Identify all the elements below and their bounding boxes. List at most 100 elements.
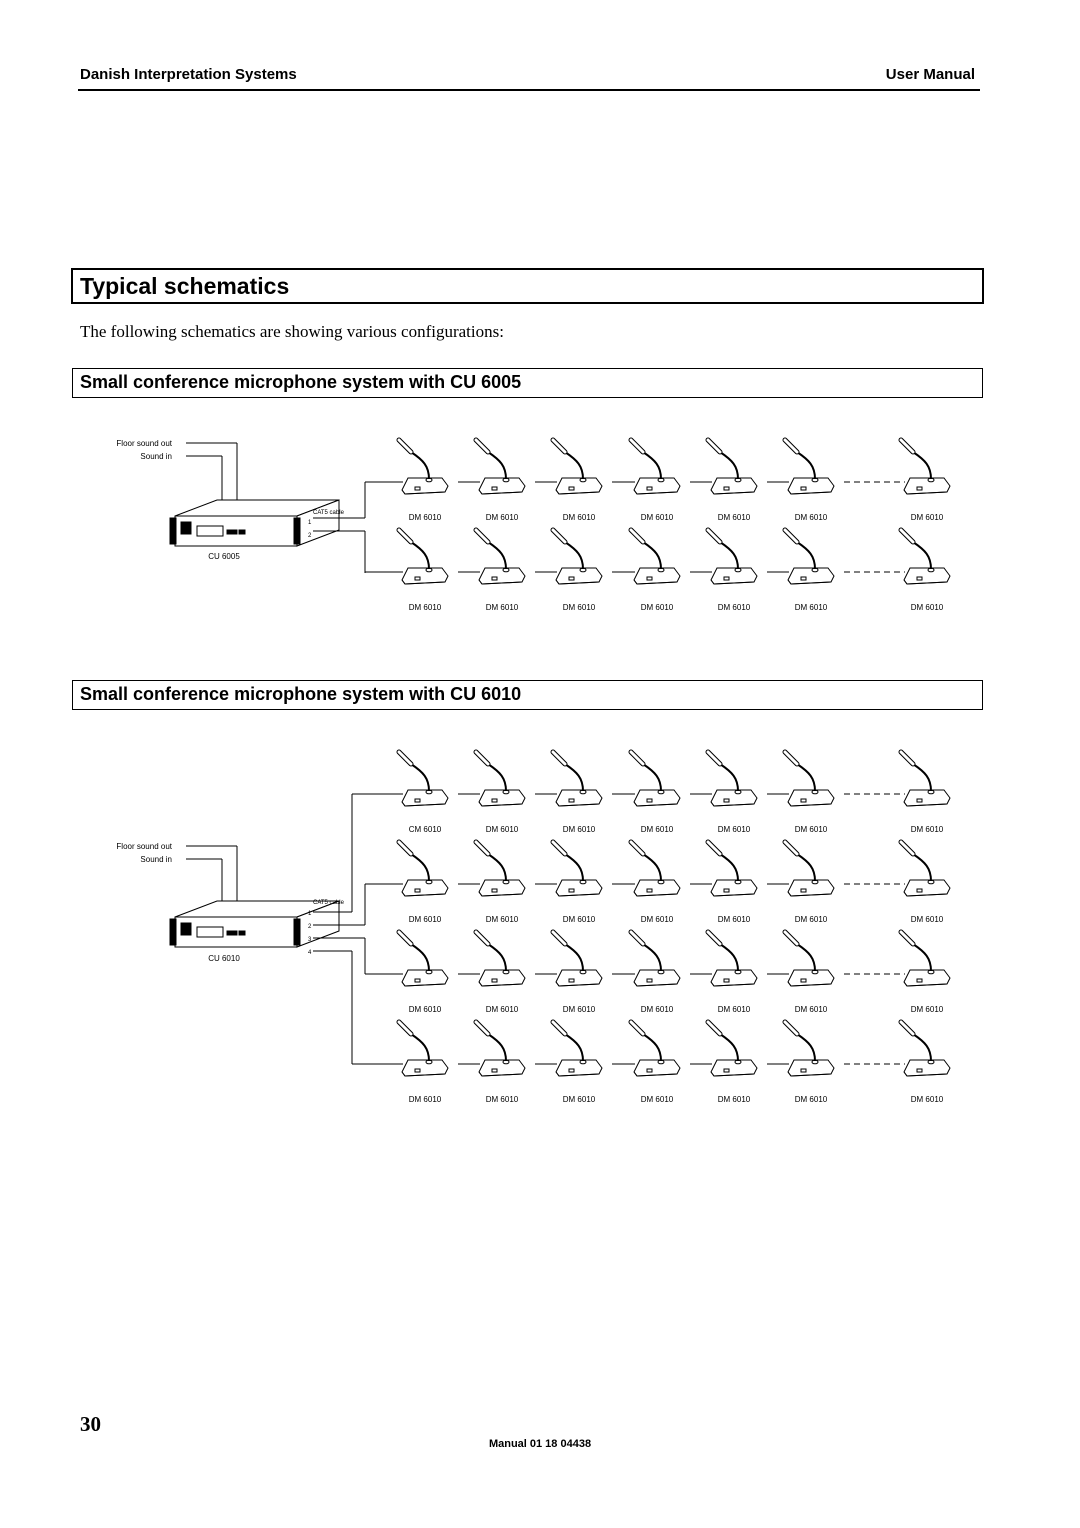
mic-capsule-inner (783, 840, 799, 856)
mic-base (555, 969, 603, 987)
mic-gooseneck (796, 763, 816, 792)
mic-button (491, 978, 498, 983)
cu-display (196, 926, 224, 938)
mic-gooseneck (912, 1033, 932, 1062)
mic-base (903, 1059, 951, 1077)
mic-capsule-inner (474, 750, 490, 766)
mic-capsule-inner (629, 930, 645, 946)
mic-base-edge (787, 801, 832, 807)
mic-gooseneck (564, 1033, 584, 1062)
mic-base (710, 879, 758, 897)
mic-base-edge (633, 801, 678, 807)
mic-base (555, 879, 603, 897)
mic-button (646, 486, 653, 491)
mic-base (633, 1059, 681, 1077)
mic-gooseneck (410, 853, 430, 882)
microphone-s2-r4-5 (705, 1019, 758, 1077)
cu-display (196, 525, 224, 537)
mic-capsule-inner (629, 840, 645, 856)
mic-button (491, 888, 498, 893)
mic-base (787, 477, 835, 495)
mic-button (723, 1068, 730, 1073)
cu-ear-left (169, 918, 177, 946)
mic-label-s2-r3-1: DM 6010 (409, 1005, 442, 1014)
mic-label-s2-r4-6: DM 6010 (795, 1095, 828, 1104)
mic-button (723, 888, 730, 893)
mic-button (916, 798, 923, 803)
mic-label-s2-r2-5: DM 6010 (718, 915, 751, 924)
mic-label-s2-r2-2: DM 6010 (486, 915, 519, 924)
mic-gooseneck (642, 1033, 662, 1062)
manual-reference: Manual 01 18 04438 (488, 1438, 592, 1450)
mic-base-edge (903, 891, 948, 897)
header-right-title: User Manual (885, 66, 975, 83)
mic-label-s2-r4-5: DM 6010 (718, 1095, 751, 1104)
mic-base-edge (555, 1071, 600, 1077)
mic-label-s2-r2-7: DM 6010 (911, 915, 944, 924)
mic-gooseneck (410, 451, 430, 480)
mic-gooseneck (487, 451, 507, 480)
mic-gooseneck (912, 853, 932, 882)
mic-button (916, 486, 923, 491)
mic-capsule-inner (397, 930, 413, 946)
microphone-s2-r3-3 (550, 929, 603, 987)
cu-ear-right (293, 517, 301, 545)
section-heading-cu6010: Small conference microphone system with … (72, 680, 983, 710)
microphone-s2-r3-1 (396, 929, 449, 987)
mic-base (633, 969, 681, 987)
mic-base (787, 969, 835, 987)
mic-base (903, 477, 951, 495)
mic-base-edge (401, 579, 446, 585)
mic-capsule-inner (706, 930, 722, 946)
mic-base (903, 567, 951, 585)
microphone-s1-r2-1 (396, 527, 449, 585)
mic-base (787, 879, 835, 897)
mic-capsule-inner (783, 528, 799, 544)
mic-button (414, 888, 421, 893)
mic-base (555, 567, 603, 585)
mic-gooseneck (642, 451, 662, 480)
mic-base (401, 789, 449, 807)
mic-gooseneck (796, 853, 816, 882)
microphone-s1-r1-6 (782, 437, 835, 495)
mic-base-edge (633, 579, 678, 585)
microphone-s2-r4-6 (782, 1019, 835, 1077)
mic-label-s2-r4-7: DM 6010 (911, 1095, 944, 1104)
label-sound-in-1: Sound in (140, 452, 172, 461)
mic-gooseneck (487, 943, 507, 972)
mic-base (478, 969, 526, 987)
mic-base-edge (633, 489, 678, 495)
mic-gooseneck (564, 541, 584, 570)
mic-gooseneck (564, 763, 584, 792)
mic-label-s1-r2-4: DM 6010 (641, 603, 674, 612)
microphone-s1-r2-3 (550, 527, 603, 585)
mic-capsule-inner (783, 438, 799, 454)
mic-button (491, 576, 498, 581)
mic-capsule-inner (551, 840, 567, 856)
intro-text: The following schematics are showing var… (80, 322, 504, 341)
mic-label-s1-r1-1: DM 6010 (409, 513, 442, 522)
mic-gooseneck (912, 541, 932, 570)
mic-button (414, 576, 421, 581)
label-floor-sound-out-2: Floor sound out (116, 842, 172, 851)
microphone-s2-r1-6 (782, 749, 835, 807)
mic-capsule-inner (629, 528, 645, 544)
mic-base-edge (555, 801, 600, 807)
label-sound-in-2: Sound in (140, 855, 172, 864)
port-label-2-1: 1 (308, 911, 312, 917)
mic-base (787, 567, 835, 585)
microphone-s2-r4-2 (473, 1019, 526, 1077)
mic-base (478, 477, 526, 495)
port-label-2-4: 4 (308, 950, 312, 956)
mic-base (633, 477, 681, 495)
mic-capsule-inner (474, 438, 490, 454)
mic-capsule-inner (551, 438, 567, 454)
mic-label-s1-r1-5: DM 6010 (718, 513, 751, 522)
mic-base (710, 1059, 758, 1077)
microphone-s2-r2-2 (473, 839, 526, 897)
mic-base (633, 567, 681, 585)
mic-button (723, 798, 730, 803)
mic-gooseneck (912, 451, 932, 480)
mic-capsule-inner (706, 528, 722, 544)
mic-gooseneck (796, 1033, 816, 1062)
